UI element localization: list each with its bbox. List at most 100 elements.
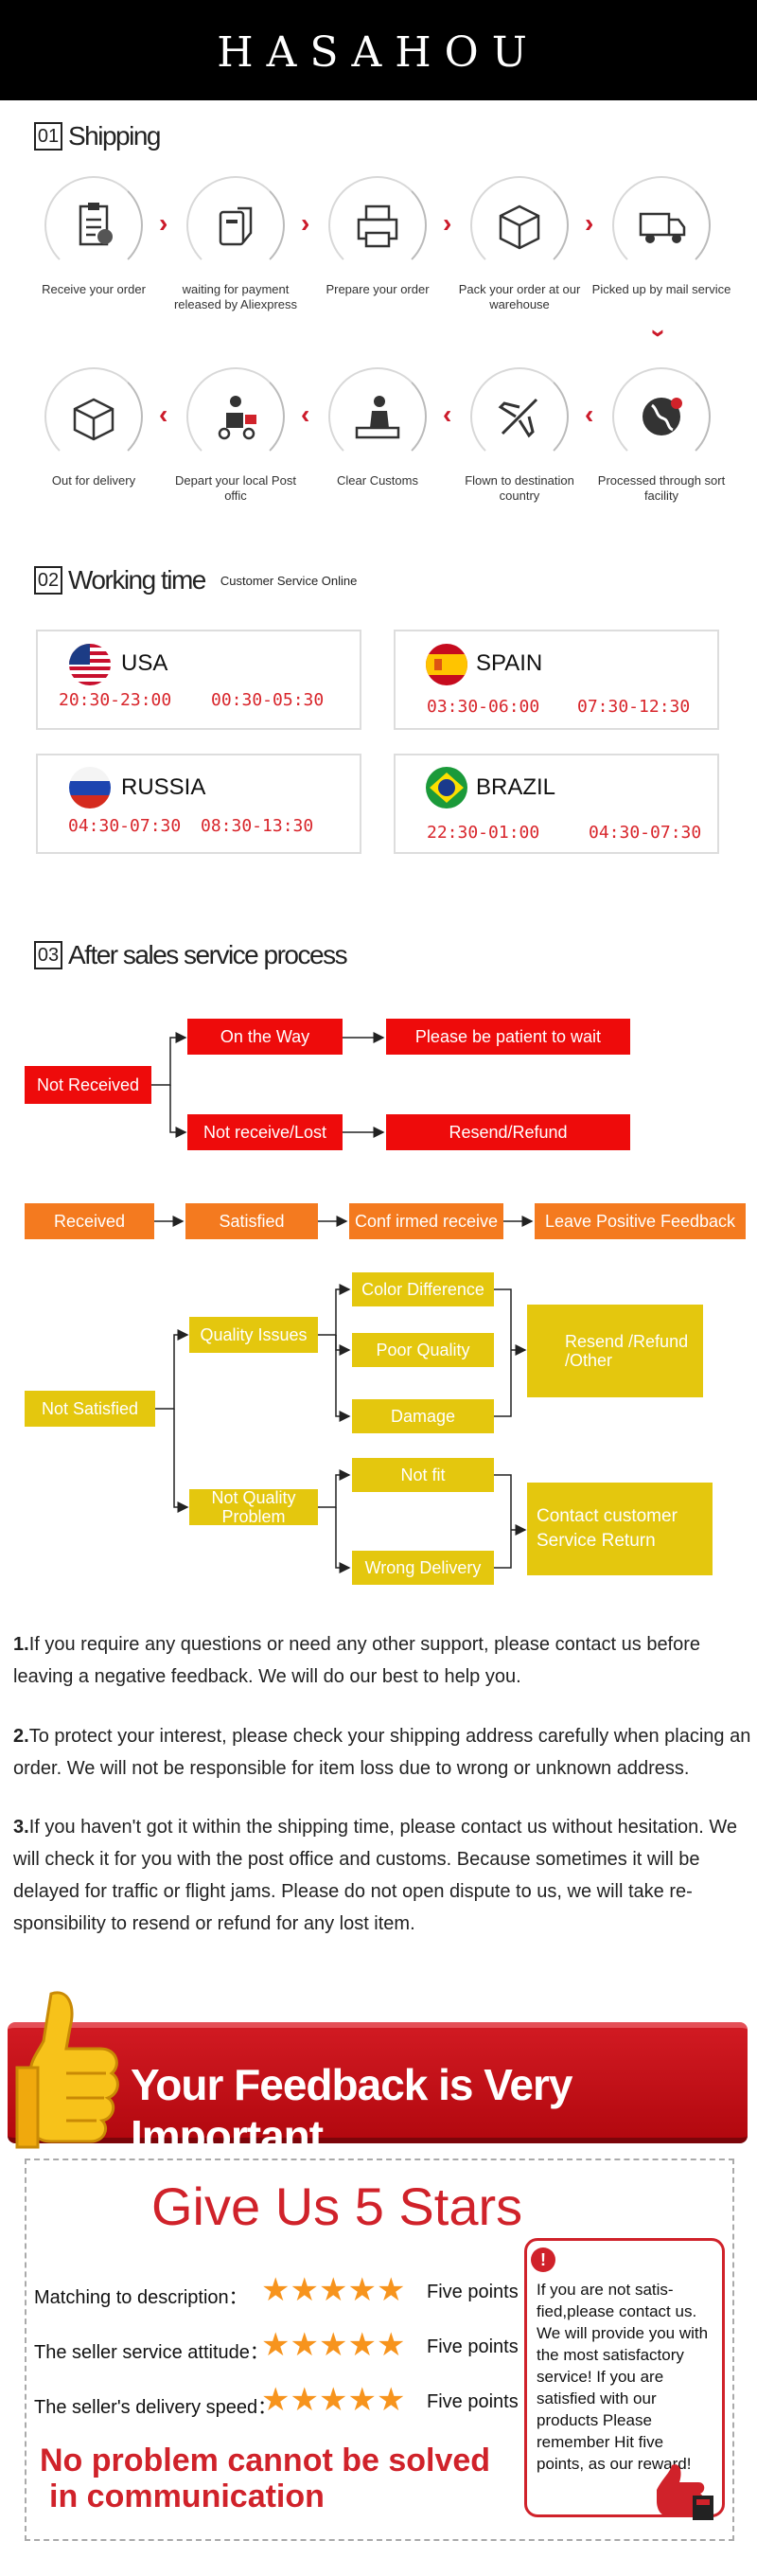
star-icon: ★ (261, 2382, 290, 2418)
time-range: 04:30-07:30 (68, 816, 182, 836)
step-label: Flown to destination country (465, 473, 574, 503)
note-3: 3.If you haven't got it within the shipp… (13, 1811, 751, 1940)
step-circle (44, 176, 143, 275)
step-label: Prepare your order (326, 282, 430, 296)
shipping-step: Processed through sort facility (590, 367, 732, 504)
star-icon: ★ (290, 2382, 319, 2418)
section-title: Working time (68, 565, 206, 595)
arrow-right-icon: › (159, 208, 168, 238)
on-the-way-box: On the Way (187, 1019, 343, 1055)
star-icon: ★ (318, 2382, 348, 2418)
country-name: BRAZIL (476, 774, 556, 800)
note-1: 1.If you require any questions or need a… (13, 1628, 751, 1693)
note-text: If you require any questions or need any… (13, 1634, 701, 1687)
note-number: 1. (13, 1634, 29, 1655)
arrow-left-icon: ‹ (443, 400, 452, 429)
star-icon: ★ (290, 2272, 319, 2308)
working-time-section-title: 02 Working time Customer Service Online (34, 565, 357, 595)
step-circle (186, 367, 285, 466)
banner-text: Your Feedback is Very Important (131, 2060, 573, 2160)
flowchart-connectors (151, 1032, 534, 1573)
star-icon: ★ (347, 2272, 377, 2308)
arrow-left-icon: ‹ (301, 400, 310, 429)
globe-icon (643, 398, 682, 435)
arrow-right-icon: › (443, 208, 452, 238)
feedback-banner (8, 2022, 748, 2143)
step-circle (328, 176, 427, 275)
advice-text: If you are not satis-fied,please contact… (537, 2281, 709, 2473)
russia-flag-icon (69, 767, 111, 808)
shipping-step: Prepare your order (307, 176, 449, 297)
points-label: Five points (427, 2336, 519, 2357)
usa-flag-icon (69, 644, 111, 685)
step-circle (470, 367, 569, 466)
star-icon: ★ (376, 2382, 406, 2418)
step-label: Receive your order (42, 282, 146, 296)
shipping-step: Depart your local Post offic (165, 367, 307, 504)
damage-box: Damage (352, 1399, 494, 1433)
wrong-delivery-box: Wrong Delivery (352, 1551, 494, 1585)
section-number: 03 (34, 941, 62, 969)
step-label: Clear Customs (337, 473, 418, 488)
slogan-line-2: in communication (49, 2478, 325, 2514)
brazil-flag-icon (426, 767, 467, 808)
rating-label: Matching to description： (34, 2287, 248, 2308)
be-patient-box: Please be patient to wait (386, 1019, 630, 1055)
arrow-down-icon: › (644, 329, 675, 338)
time-range: 03:30-06:00 (427, 697, 540, 717)
note-text: If you haven't got it within the shippin… (13, 1817, 738, 1934)
quality-issues-box: Quality Issues (189, 1317, 318, 1353)
shipping-step: Picked up by mail service (590, 176, 732, 297)
star-icon: ★ (347, 2382, 377, 2418)
rating-label: The seller service attitude： (34, 2342, 269, 2363)
star-icon: ★ (318, 2327, 348, 2363)
header-bar (0, 0, 757, 100)
plane-icon (498, 398, 538, 438)
section-number: 02 (34, 566, 62, 595)
truck-icon (639, 212, 686, 243)
step-label: Out for delivery (51, 473, 136, 488)
time-range: 20:30-23:00 (59, 690, 172, 710)
color-difference-box: Color Difference (352, 1272, 494, 1306)
thumbs-up-hand-icon (649, 2461, 715, 2527)
after-sales-section-title: 03 After sales service process (34, 940, 348, 970)
time-range: 04:30-07:30 (589, 823, 702, 843)
step-circle (470, 176, 569, 275)
time-range: 07:30-12:30 (577, 697, 691, 717)
spain-flag-icon (426, 644, 467, 685)
leave-positive-feedback-box: Leave Positive Feedback (535, 1203, 746, 1239)
step-label: Picked up by mail service (591, 282, 731, 296)
step-label: waiting for payment released by Aliexpre… (173, 282, 298, 311)
brand-logo: HASAHOU (217, 28, 540, 77)
printer-icon (357, 204, 398, 248)
payment-icon (219, 206, 253, 246)
not-quality-problem-box: Not Quality Problem (189, 1488, 318, 1526)
courier-icon (218, 396, 256, 440)
section-subtitle: Customer Service Online (220, 573, 358, 588)
section-number: 01 (34, 122, 62, 151)
resend-refund-box: Resend/Refund (386, 1114, 630, 1150)
rating-label: The seller's delivery speed： (34, 2397, 277, 2418)
shipping-step: Receive your order (23, 176, 165, 297)
step-circle (328, 367, 427, 466)
star-icon: ★ (376, 2327, 406, 2363)
box-icon (499, 204, 540, 250)
time-range: 08:30-13:30 (201, 816, 314, 836)
points-label: Five points (427, 2282, 519, 2302)
give-5-stars-title: Give Us 5 Stars (151, 2176, 523, 2236)
arrow-left-icon: ‹ (585, 400, 594, 429)
time-range: 22:30-01:00 (427, 823, 540, 843)
customs-icon (355, 396, 400, 439)
shipping-step: waiting for payment released by Aliexpre… (165, 176, 307, 312)
step-label: Pack your order at our warehouse (458, 282, 581, 311)
country-name: SPAIN (476, 650, 543, 676)
thumbs-up-icon (13, 1986, 125, 2158)
shipping-step: Pack your order at our warehouse (449, 176, 590, 312)
contact-service-return-box: Contact customer Service Return (527, 1483, 713, 1575)
country-name: RUSSIA (121, 774, 206, 800)
step-circle (612, 176, 711, 275)
star-icon: ★ (318, 2272, 348, 2308)
five-stars-panel (25, 2159, 734, 2541)
note-2: 2.To protect your interest, please check… (13, 1720, 751, 1785)
points-label: Five points (427, 2391, 519, 2412)
